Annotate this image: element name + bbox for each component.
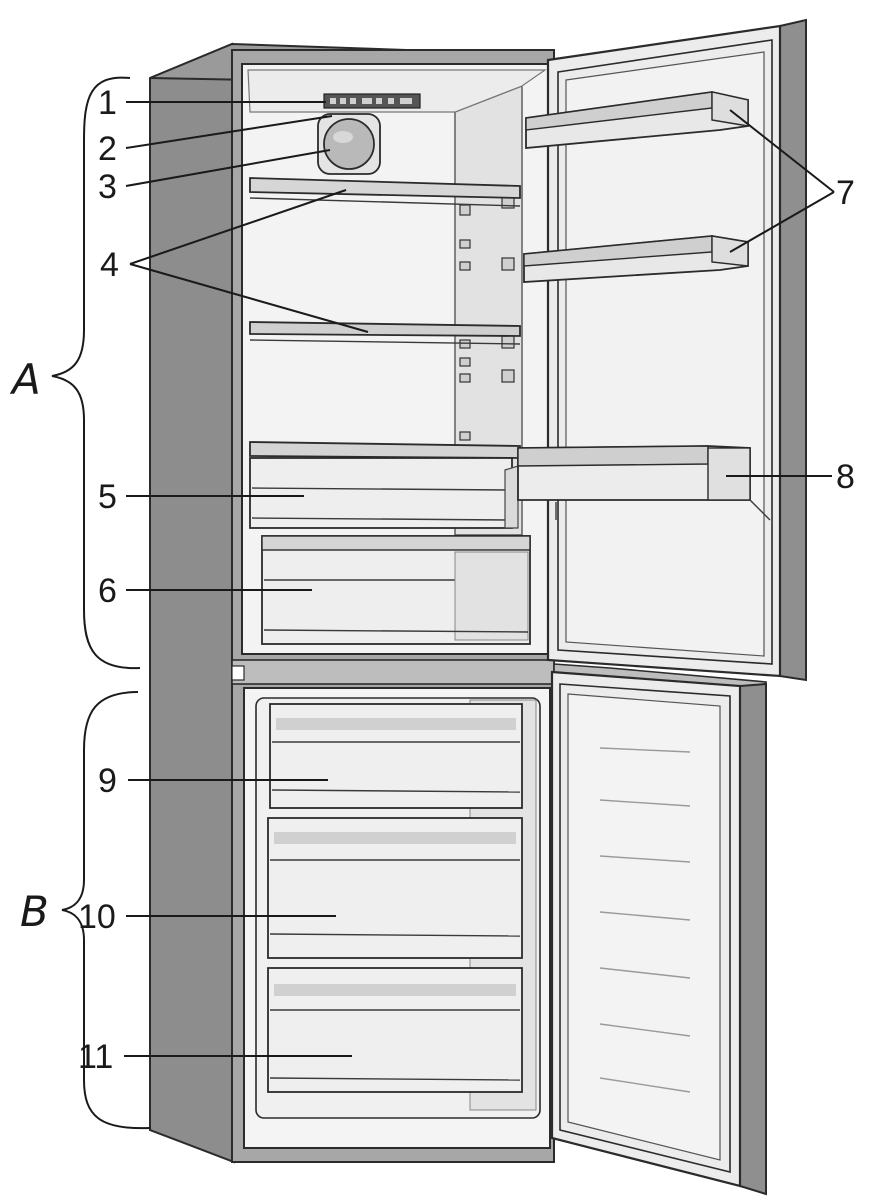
fridge-door	[517, 18, 807, 682]
brace-section-a	[51, 76, 141, 670]
callout-1: 1	[98, 84, 117, 122]
door-balcony-upper	[525, 91, 749, 149]
fridge-door-inner	[565, 51, 765, 657]
section-label-b: B	[20, 887, 49, 936]
cabinet-side-panel	[149, 42, 236, 1164]
control-display-segments	[330, 98, 412, 104]
freezer-drawer-top	[269, 703, 523, 809]
leader-4a	[129, 189, 347, 265]
callout-labels: 1 2 3 4 5 6 7 8 9 10 11	[78, 84, 855, 1076]
glass-shelf-upper	[249, 177, 521, 207]
callout-3: 3	[98, 168, 117, 206]
freezer-door-ridges	[599, 747, 691, 1093]
fridge-compartment	[241, 63, 551, 655]
freezer-door-inner	[567, 693, 721, 1161]
chiller-drawer	[261, 535, 531, 645]
freezer-door-edge	[739, 682, 767, 1196]
callout-10: 10	[78, 898, 116, 936]
callout-4: 4	[100, 246, 119, 284]
leader-lines	[124, 101, 835, 1057]
leader-4b	[129, 263, 369, 333]
leader-7b	[729, 191, 835, 253]
callout-7: 7	[836, 174, 855, 212]
freezer-drawer-bottom	[267, 967, 523, 1093]
brace-section-b	[61, 691, 151, 1130]
glass-shelf-lower	[249, 321, 521, 345]
callout-6: 6	[98, 572, 117, 610]
callout-5: 5	[98, 478, 117, 516]
compartment-divider	[231, 659, 555, 685]
freezer-door-gasket	[559, 683, 731, 1174]
leader-2	[125, 115, 333, 149]
leader-3	[125, 149, 331, 187]
section-label-a: A	[9, 355, 41, 404]
light-lens	[323, 118, 375, 170]
divider-lip	[231, 665, 245, 681]
door-bottle-balcony	[517, 445, 771, 521]
callout-2: 2	[98, 130, 117, 168]
fridge-door-edge	[779, 18, 807, 682]
door-balcony-lower	[523, 235, 749, 283]
crisper-drawer	[249, 457, 519, 529]
callout-9: 9	[98, 762, 117, 800]
leader-7a	[729, 109, 835, 193]
freezer-drawer-middle	[267, 817, 523, 959]
callout-8: 8	[836, 458, 855, 496]
callout-11: 11	[78, 1038, 113, 1076]
freezer-compartment	[243, 687, 551, 1149]
light-lens-highlight	[333, 131, 353, 143]
freezer-door	[550, 670, 767, 1196]
